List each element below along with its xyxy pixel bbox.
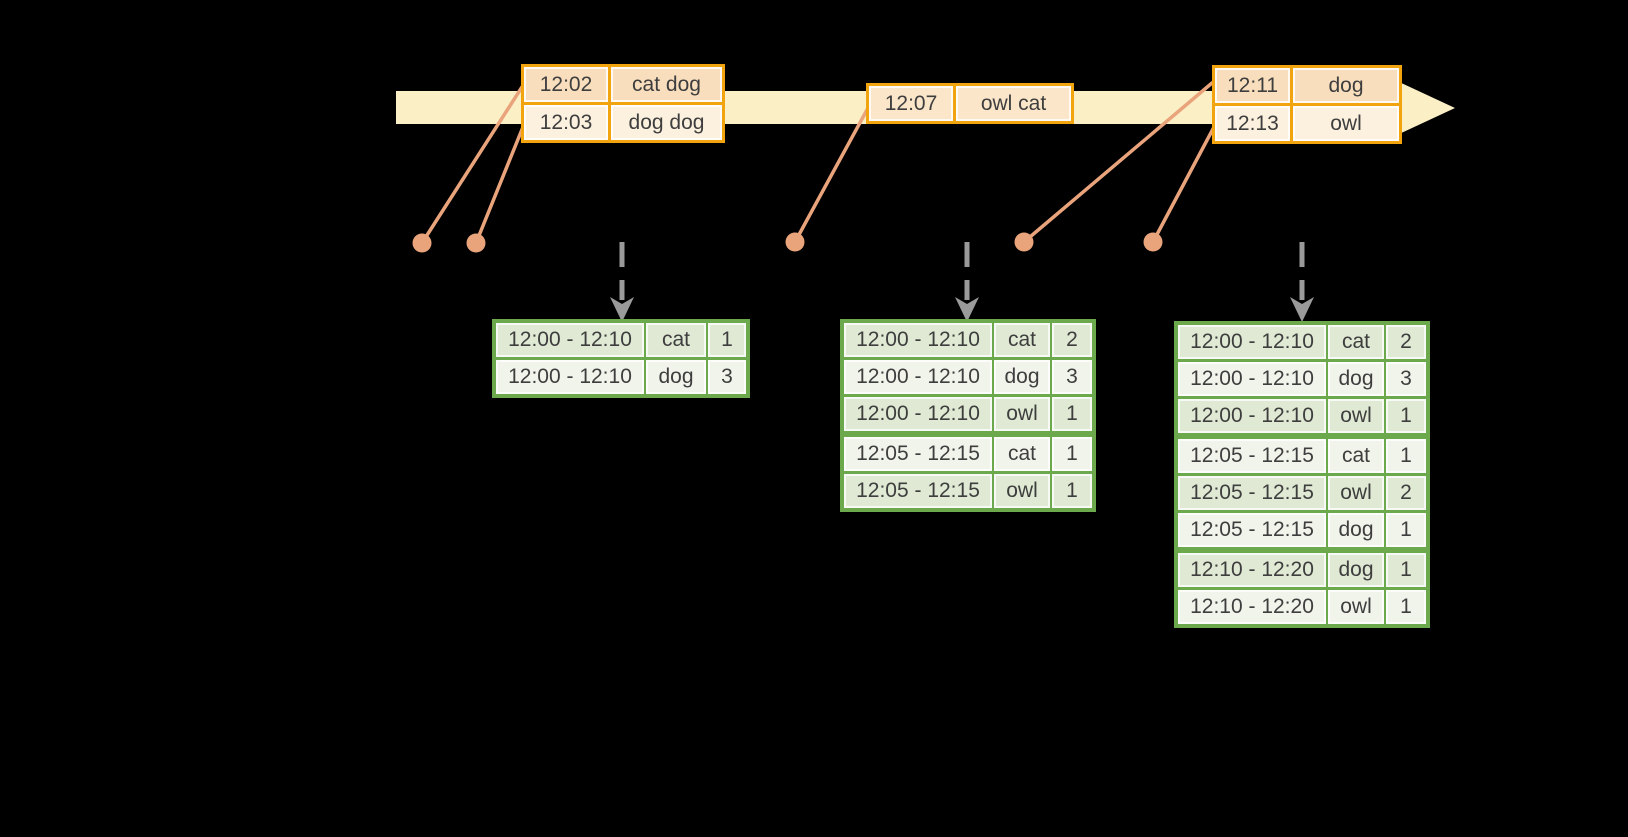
count-cell: 1 xyxy=(708,323,746,357)
trigger-arrowhead-icon xyxy=(955,297,979,322)
result-row: 12:00 - 12:10 dog 3 xyxy=(1178,362,1426,396)
count-cell: 1 xyxy=(1386,553,1426,587)
count-cell: 1 xyxy=(1386,439,1426,473)
event-connector-line xyxy=(1151,125,1216,244)
count-cell: 1 xyxy=(1386,513,1426,547)
word-cell: cat xyxy=(994,437,1050,471)
event-dot xyxy=(1014,232,1034,252)
result-row: 12:05 - 12:15 owl 1 xyxy=(844,474,1092,508)
count-cell: 3 xyxy=(708,360,746,394)
result-row: 12:00 - 12:10 owl 1 xyxy=(1178,399,1426,433)
event-words-cell: owl cat xyxy=(956,86,1071,121)
result-table: 12:00 - 12:10 cat 2 12:00 - 12:10 dog 3 … xyxy=(840,319,1096,512)
event-connector-line xyxy=(1022,81,1214,244)
event-time-cell: 12:03 xyxy=(524,105,608,140)
event-time-cell: 12:11 xyxy=(1215,68,1290,103)
window-cell: 12:05 - 12:15 xyxy=(844,474,992,508)
result-table: 12:00 - 12:10 cat 2 12:00 - 12:10 dog 3 … xyxy=(1174,321,1430,628)
word-cell: owl xyxy=(994,474,1050,508)
window-cell: 12:00 - 12:10 xyxy=(496,360,644,394)
window-cell: 12:00 - 12:10 xyxy=(844,397,992,431)
word-cell: dog xyxy=(1328,513,1384,547)
event-time-cell: 12:02 xyxy=(524,67,608,102)
window-cell: 12:00 - 12:10 xyxy=(496,323,644,357)
window-cell: 12:05 - 12:15 xyxy=(1178,476,1326,510)
event-time-cell: 12:13 xyxy=(1215,106,1290,141)
word-cell: owl xyxy=(1328,476,1384,510)
event-words-cell: dog dog xyxy=(611,105,722,140)
event-words-cell: dog xyxy=(1293,68,1399,103)
trigger-arrowhead-icon xyxy=(1290,297,1314,322)
event-time-cell: 12:07 xyxy=(869,86,953,121)
event-words-cell: cat dog xyxy=(611,67,722,102)
result-row: 12:10 - 12:20 dog 1 xyxy=(1178,553,1426,587)
result-row: 12:05 - 12:15 cat 1 xyxy=(844,437,1092,471)
result-row: 12:00 - 12:10 cat 2 xyxy=(1178,325,1426,359)
word-cell: cat xyxy=(994,323,1050,357)
count-cell: 2 xyxy=(1052,323,1092,357)
event-dot xyxy=(785,232,805,252)
result-row: 12:05 - 12:15 dog 1 xyxy=(1178,513,1426,547)
word-cell: dog xyxy=(1328,553,1384,587)
event-connector-line xyxy=(420,85,524,245)
word-cell: owl xyxy=(1328,399,1384,433)
window-cell: 12:00 - 12:10 xyxy=(1178,325,1326,359)
event-connector-line xyxy=(793,106,870,244)
window-cell: 12:00 - 12:10 xyxy=(844,360,992,394)
event-dot xyxy=(1143,232,1163,252)
result-row: 12:10 - 12:20 owl 1 xyxy=(1178,590,1426,624)
result-row: 12:00 - 12:10 cat 2 xyxy=(844,323,1092,357)
result-row: 12:05 - 12:15 owl 2 xyxy=(1178,476,1426,510)
count-cell: 1 xyxy=(1052,474,1092,508)
window-cell: 12:10 - 12:20 xyxy=(1178,553,1326,587)
result-row: 12:00 - 12:10 cat 1 xyxy=(496,323,746,357)
word-cell: dog xyxy=(646,360,706,394)
count-cell: 1 xyxy=(1386,590,1426,624)
event-box: 12:02 cat dog 12:03 dog dog xyxy=(521,64,725,143)
window-cell: 12:00 - 12:10 xyxy=(1178,399,1326,433)
count-cell: 1 xyxy=(1052,437,1092,471)
window-cell: 12:00 - 12:10 xyxy=(1178,362,1326,396)
event-box: 12:11 dog 12:13 owl xyxy=(1212,65,1402,144)
window-cell: 12:05 - 12:15 xyxy=(1178,439,1326,473)
window-cell: 12:00 - 12:10 xyxy=(844,323,992,357)
event-dot xyxy=(466,233,486,253)
word-cell: owl xyxy=(1328,590,1384,624)
word-cell: cat xyxy=(1328,439,1384,473)
count-cell: 2 xyxy=(1386,476,1426,510)
event-words-cell: owl xyxy=(1293,106,1399,141)
result-table: 12:00 - 12:10 cat 1 12:00 - 12:10 dog 3 xyxy=(492,319,750,398)
event-connector-line xyxy=(474,125,525,245)
count-cell: 1 xyxy=(1386,399,1426,433)
count-cell: 3 xyxy=(1386,362,1426,396)
word-cell: cat xyxy=(1328,325,1384,359)
window-cell: 12:05 - 12:15 xyxy=(844,437,992,471)
event-box: 12:07 owl cat xyxy=(866,83,1074,124)
result-row: 12:05 - 12:15 cat 1 xyxy=(1178,439,1426,473)
result-row: 12:00 - 12:10 owl 1 xyxy=(844,397,1092,431)
count-cell: 1 xyxy=(1052,397,1092,431)
trigger-arrowhead-icon xyxy=(610,297,634,322)
word-cell: owl xyxy=(994,397,1050,431)
window-cell: 12:10 - 12:20 xyxy=(1178,590,1326,624)
stream-arrowhead-icon xyxy=(1397,81,1455,135)
word-cell: dog xyxy=(994,360,1050,394)
result-row: 12:00 - 12:10 dog 3 xyxy=(844,360,1092,394)
word-cell: dog xyxy=(1328,362,1384,396)
event-dot xyxy=(412,233,432,253)
result-row: 12:00 - 12:10 dog 3 xyxy=(496,360,746,394)
window-cell: 12:05 - 12:15 xyxy=(1178,513,1326,547)
count-cell: 2 xyxy=(1386,325,1426,359)
count-cell: 3 xyxy=(1052,360,1092,394)
word-cell: cat xyxy=(646,323,706,357)
